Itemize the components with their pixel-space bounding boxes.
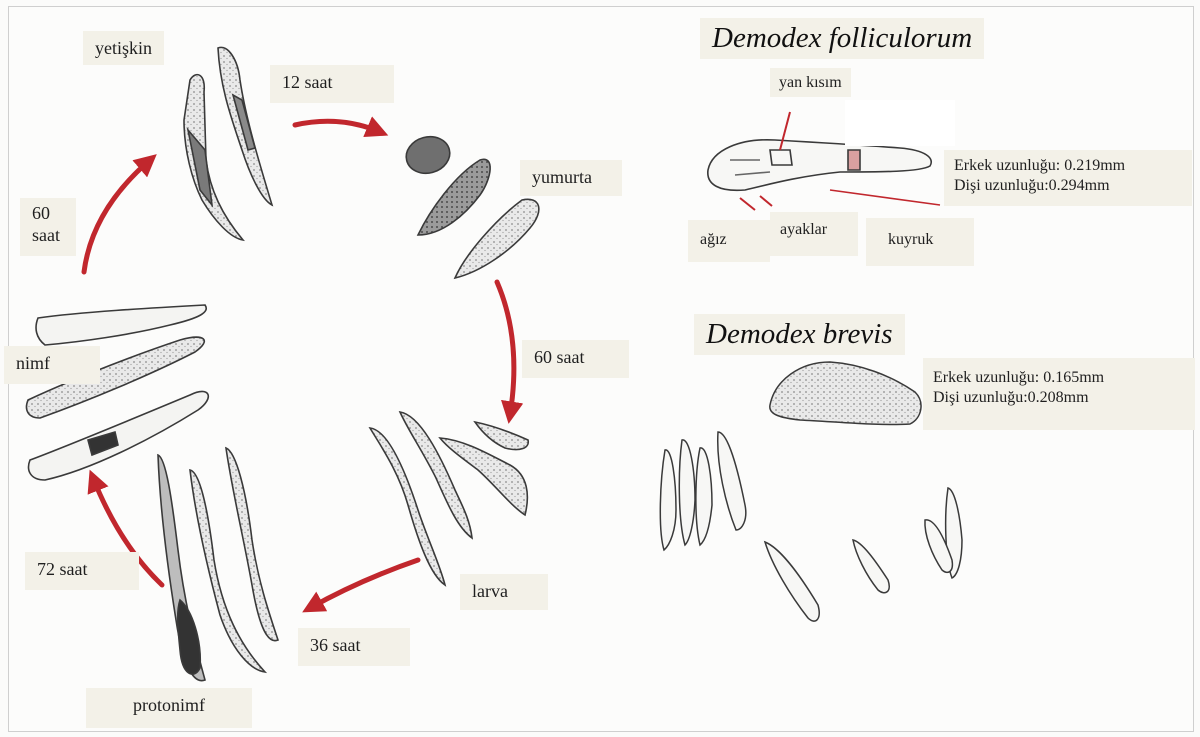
label-36-saat: 36 saat [298, 628, 410, 666]
arrow-egg-to-larva [497, 282, 514, 415]
arrow-larva-to-protonymph [310, 560, 418, 608]
label-kuyruk: kuyruk [866, 218, 974, 266]
folliculorum-female-length: Dişi uzunluğu:0.294mm [954, 176, 1182, 196]
label-60-saat-left-line2: saat [32, 224, 64, 246]
arrow-nymph-to-adult [84, 160, 150, 272]
title-folliculorum: Demodex folliculorum [700, 18, 984, 59]
label-ayaklar: ayaklar [770, 212, 858, 256]
brevis-drawings [660, 362, 962, 621]
label-60-saat-left-line1: 60 [32, 202, 64, 224]
label-12-saat: 12 saat [270, 65, 394, 103]
egg-drawings [402, 132, 539, 278]
nymph-drawings [27, 305, 209, 480]
label-protonimf: protonimf [86, 688, 252, 728]
brevis-lengths: Erkek uzunluğu: 0.165mm Dişi uzunluğu:0.… [923, 358, 1195, 430]
label-60-saat-right: 60 saat [522, 340, 629, 378]
larva-drawings [370, 412, 528, 585]
blank-mask [845, 100, 955, 146]
title-brevis: Demodex brevis [694, 314, 905, 355]
label-60-saat-left: 60 saat [20, 198, 76, 256]
adult-mites-drawing [184, 47, 272, 240]
arrow-adult-to-egg [295, 121, 380, 132]
label-larva: larva [460, 574, 548, 610]
brevis-male-length: Erkek uzunluğu: 0.165mm [933, 368, 1185, 388]
label-agiz: ağız [688, 220, 770, 262]
protonymph-drawings [158, 448, 278, 681]
folliculorum-male-length: Erkek uzunluğu: 0.219mm [954, 156, 1182, 176]
label-yetiskin: yetişkin [83, 31, 164, 65]
label-yumurta: yumurta [520, 160, 622, 196]
label-nimf: nimf [4, 346, 100, 384]
label-yan-kisim: yan kısım [770, 68, 851, 97]
label-72-saat: 72 saat [25, 552, 139, 590]
brevis-female-length: Dişi uzunluğu:0.208mm [933, 388, 1185, 408]
folliculorum-lengths: Erkek uzunluğu: 0.219mm Dişi uzunluğu:0.… [944, 150, 1192, 206]
